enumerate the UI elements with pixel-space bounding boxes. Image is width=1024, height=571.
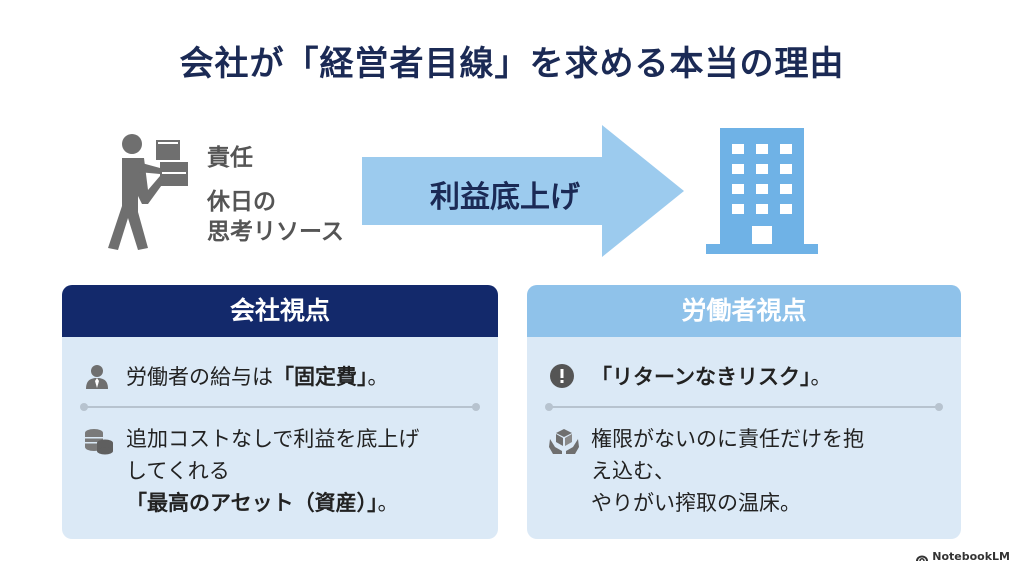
label-holiday: 休日の bbox=[207, 189, 276, 215]
worker-item-risk: 「リターンなきリスク」。 bbox=[591, 365, 832, 389]
label-responsibility: 責任 bbox=[207, 145, 253, 171]
company-perspective-panel: 会社視点 労働者の給与は「固定費」。 追加コストなしで利益を底上げ してくれる … bbox=[62, 285, 498, 539]
burden-labels: 責任 休日の 思考リソース bbox=[207, 143, 344, 247]
worker-panel-header: 労働者視点 bbox=[527, 285, 961, 337]
businessperson-icon bbox=[86, 365, 108, 389]
right-arrow-icon bbox=[362, 125, 684, 257]
worker-perspective-panel: 労働者視点 「リターンなきリスク」。 権限がないのに責任だけを抱 え込む、 やり… bbox=[527, 285, 961, 539]
company-divider bbox=[80, 403, 480, 411]
office-building-icon bbox=[706, 128, 818, 254]
warning-icon bbox=[550, 364, 574, 388]
notebooklm-logo-icon bbox=[916, 555, 929, 562]
company-panel-header: 会社視点 bbox=[62, 285, 498, 337]
notebooklm-watermark: NotebookLM bbox=[916, 550, 1010, 563]
company-item-fixed-cost: 労働者の給与は「固定費」。 bbox=[126, 365, 389, 389]
coins-icon bbox=[85, 429, 113, 455]
page-title: 会社が「経営者目線」を求める本当の理由 bbox=[179, 44, 845, 84]
company-item-best-asset: 追加コストなしで利益を底上げ してくれる 「最高のアセット（資産）」。 bbox=[126, 427, 420, 515]
hands-holding-box-icon bbox=[549, 429, 579, 454]
worker-divider bbox=[545, 403, 943, 411]
person-carrying-boxes-icon bbox=[108, 134, 188, 250]
arrow-label: 利益底上げ bbox=[430, 180, 580, 215]
label-thinking-resources: 思考リソース bbox=[207, 219, 344, 245]
worker-item-exploitation: 権限がないのに責任だけを抱 え込む、 やりがい搾取の温床。 bbox=[591, 427, 864, 515]
